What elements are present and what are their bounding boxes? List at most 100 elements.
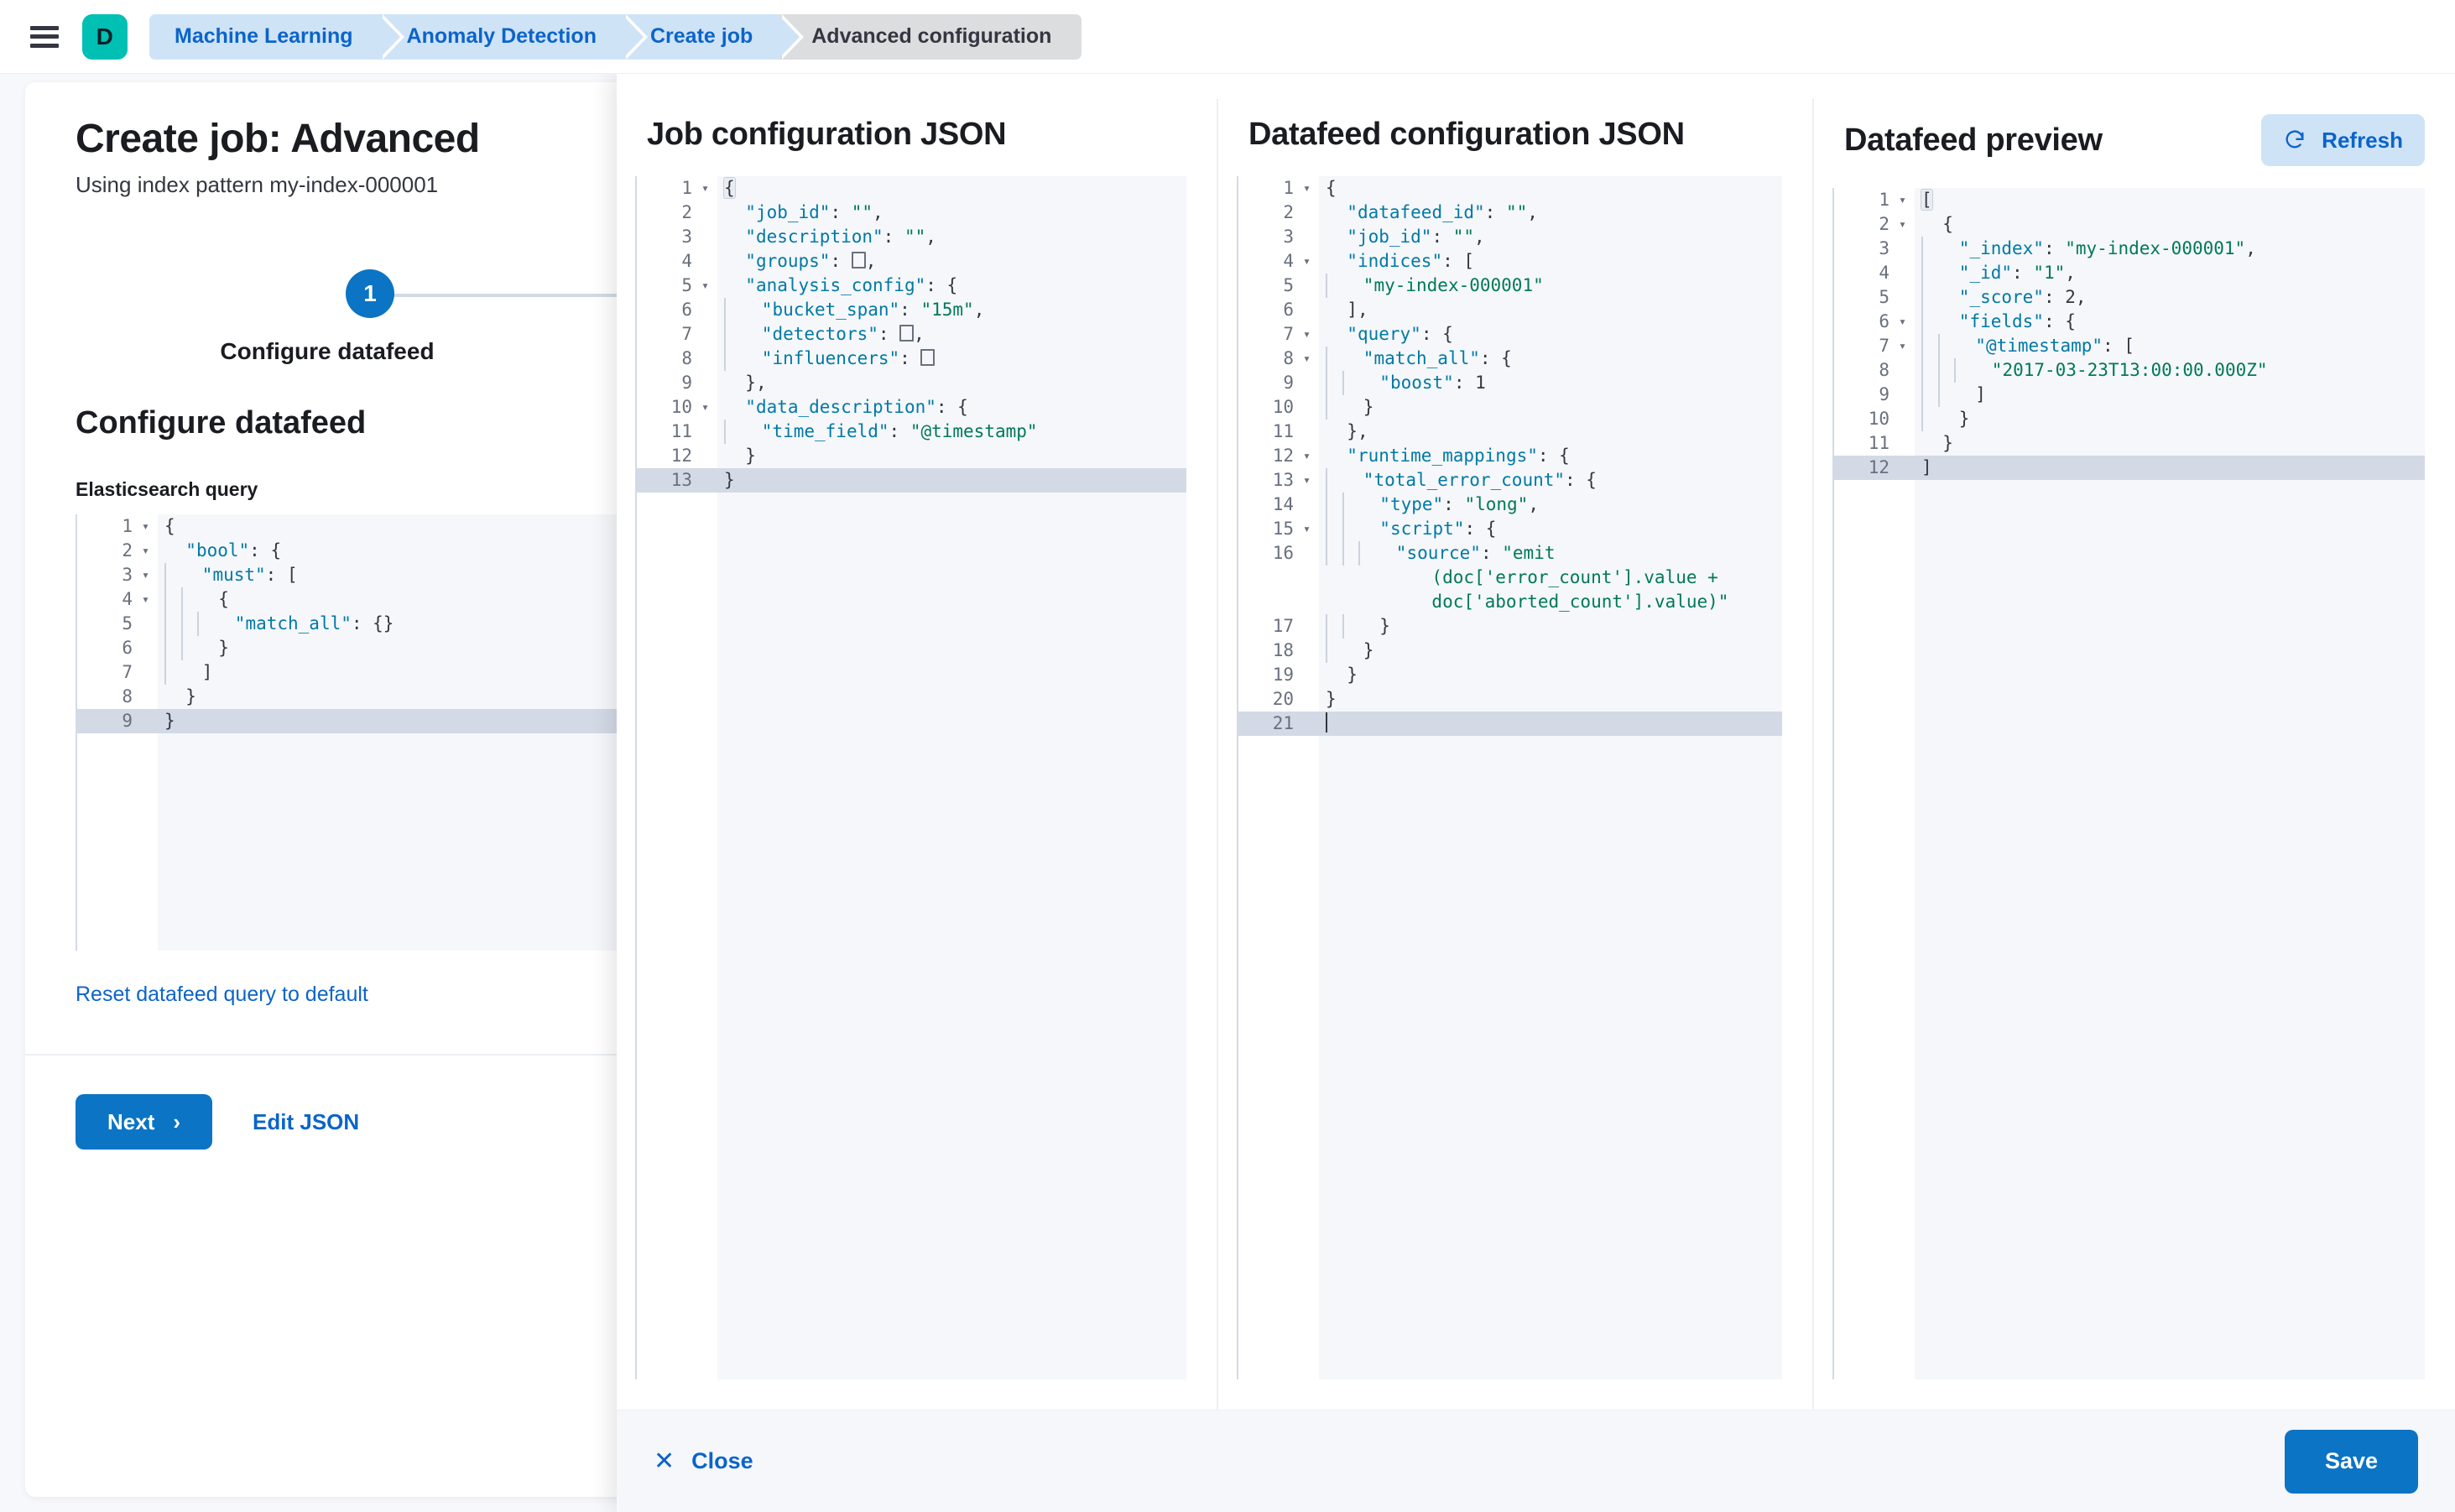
editor-line-content: "script": { bbox=[1319, 517, 1782, 541]
editor-line: 6▾ ], bbox=[1238, 298, 1782, 322]
stepper-step-1-circle[interactable]: 1 bbox=[346, 269, 394, 318]
close-button[interactable]: ✕ Close bbox=[654, 1448, 753, 1474]
breadcrumb-item-2[interactable]: Anomaly Detection bbox=[378, 13, 649, 60]
indent-guide bbox=[1326, 371, 1342, 395]
code-token bbox=[1358, 616, 1379, 636]
job-configuration-column: Job configuration JSON 1▾{2▾ "job_id": "… bbox=[617, 99, 1217, 1410]
code-token: : bbox=[2043, 238, 2066, 258]
fold-arrow-icon[interactable]: ▾ bbox=[1302, 253, 1311, 269]
editor-line: 8▾ } bbox=[77, 685, 814, 709]
fold-arrow-icon[interactable]: ▾ bbox=[1302, 448, 1311, 463]
editor-line-content: (doc['error_count'].value + bbox=[1319, 566, 1782, 590]
fold-arrow-icon[interactable]: ▾ bbox=[701, 399, 709, 414]
stepper-step-1-label: Configure datafeed bbox=[220, 338, 435, 364]
code-token bbox=[1358, 373, 1379, 393]
breadcrumb-item-1[interactable]: Machine Learning bbox=[149, 13, 404, 60]
fold-arrow-icon[interactable]: ▾ bbox=[141, 519, 149, 534]
editor-line: 2▾ { bbox=[1834, 212, 2425, 237]
editor-line: 20▾} bbox=[1238, 687, 1782, 712]
fold-arrow-icon[interactable]: ▾ bbox=[1302, 351, 1311, 366]
editor-line-content: "2017-03-23T13:00:00.000Z" bbox=[1915, 358, 2425, 383]
fold-arrow-icon[interactable]: ▾ bbox=[1302, 326, 1311, 342]
edit-json-button[interactable]: Edit JSON bbox=[253, 1108, 360, 1134]
code-token: "query" bbox=[1347, 324, 1421, 344]
code-token bbox=[1375, 543, 1396, 563]
fold-arrow-icon[interactable]: ▾ bbox=[1302, 521, 1311, 536]
editor-line: 7▾ "query": { bbox=[1238, 322, 1782, 347]
fold-arrow-icon[interactable]: ▾ bbox=[1302, 180, 1311, 196]
fold-arrow-icon[interactable]: ▾ bbox=[701, 278, 709, 293]
reset-datafeed-query-link[interactable]: Reset datafeed query to default bbox=[76, 983, 368, 1006]
indent-guide bbox=[1342, 614, 1359, 639]
code-token: "bucket_span" bbox=[761, 300, 900, 320]
code-token bbox=[724, 446, 745, 466]
editor-line-number: 7▾ bbox=[681, 324, 692, 344]
indent-guide bbox=[1326, 468, 1342, 493]
refresh-button[interactable]: Refresh bbox=[2261, 114, 2425, 166]
indent-guide bbox=[164, 587, 181, 612]
editor-line: 15▾ "script": { bbox=[1238, 517, 1782, 541]
editor-line: 9▾ "boost": 1 bbox=[1238, 371, 1782, 395]
code-token: , bbox=[2245, 238, 2256, 258]
indent-guide bbox=[1937, 383, 1955, 407]
editor-line: 13▾} bbox=[637, 468, 1186, 493]
fold-arrow-icon[interactable]: ▾ bbox=[141, 567, 149, 582]
code-token bbox=[1938, 238, 1959, 258]
editor-line: 4▾ "groups": , bbox=[637, 249, 1186, 274]
editor-line-number: 5▾ bbox=[122, 613, 133, 633]
editor-line-content: "must": [ bbox=[158, 563, 814, 587]
editor-line: 10▾ "data_description": { bbox=[637, 395, 1186, 420]
indent-guide bbox=[164, 563, 181, 587]
fold-arrow-icon[interactable]: ▾ bbox=[701, 180, 709, 196]
editor-line-content: "analysis_config": { bbox=[717, 274, 1186, 298]
editor-line: 7▾ "detectors": , bbox=[637, 322, 1186, 347]
editor-content-background bbox=[1915, 188, 2425, 1379]
fold-arrow-icon[interactable]: ▾ bbox=[1302, 472, 1311, 487]
datafeed-configuration-editor[interactable]: 1▾{2▾ "datafeed_id": "",3▾ "job_id": "",… bbox=[1237, 176, 1782, 1379]
code-token: "15m" bbox=[920, 300, 974, 320]
code-token: } bbox=[1326, 689, 1337, 709]
fold-arrow-icon[interactable]: ▾ bbox=[1898, 314, 1906, 329]
fold-arrow-icon[interactable]: ▾ bbox=[141, 592, 149, 607]
fold-arrow-icon[interactable]: ▾ bbox=[1898, 216, 1906, 232]
code-token bbox=[724, 397, 745, 417]
editor-line: 8▾ "influencers": bbox=[637, 347, 1186, 371]
save-button[interactable]: Save bbox=[2284, 1429, 2418, 1494]
editor-line-content: ], bbox=[1319, 298, 1782, 322]
code-token bbox=[1326, 251, 1347, 271]
chevron-right-icon: › bbox=[173, 1108, 181, 1134]
code-token: "match_all" bbox=[234, 613, 352, 633]
indent-guide bbox=[164, 636, 181, 660]
hamburger-menu-icon[interactable] bbox=[30, 25, 59, 48]
code-token bbox=[197, 638, 218, 658]
fold-arrow-icon[interactable]: ▾ bbox=[1898, 192, 1906, 207]
editor-line: 8▾ "match_all": { bbox=[1238, 347, 1782, 371]
editor-line-number: 21▾ bbox=[1238, 712, 1319, 736]
code-token: : bbox=[1443, 494, 1465, 514]
code-token bbox=[1342, 275, 1363, 295]
datafeed-preview-editor[interactable]: 1▾[2▾ {3▾ "_index": "my-index-000001",4▾… bbox=[1832, 188, 2425, 1379]
editor-line-content: } bbox=[1915, 431, 2425, 456]
code-token bbox=[1938, 409, 1959, 429]
code-token: : bbox=[883, 227, 904, 247]
space-avatar[interactable]: D bbox=[82, 13, 128, 60]
advanced-configuration-flyout: Job configuration JSON 1▾{2▾ "job_id": "… bbox=[617, 74, 2455, 1512]
code-token bbox=[1326, 446, 1347, 466]
editor-line-content: } bbox=[1319, 614, 1782, 639]
fold-arrow-icon[interactable]: ▾ bbox=[141, 543, 149, 558]
editor-line-content: }, bbox=[1319, 420, 1782, 444]
editor-line-number: 3▾ bbox=[1283, 227, 1294, 247]
editor-line-number: 5▾ bbox=[1879, 287, 1889, 307]
editor-line: 6▾ } bbox=[77, 636, 814, 660]
fold-arrow-icon[interactable]: ▾ bbox=[1898, 338, 1906, 353]
editor-line-content: } bbox=[158, 685, 814, 709]
breadcrumb-item-3[interactable]: Create job bbox=[621, 13, 805, 60]
code-token: "groups" bbox=[745, 251, 831, 271]
editor-line-content: [ bbox=[1915, 188, 2425, 212]
code-token: } bbox=[1363, 397, 1374, 417]
indent-guide bbox=[1326, 347, 1342, 371]
next-button[interactable]: Next › bbox=[76, 1094, 213, 1150]
editor-line-content: } bbox=[717, 444, 1186, 468]
indent-guide bbox=[1921, 310, 1938, 334]
job-configuration-editor[interactable]: 1▾{2▾ "job_id": "",3▾ "description": "",… bbox=[635, 176, 1186, 1379]
